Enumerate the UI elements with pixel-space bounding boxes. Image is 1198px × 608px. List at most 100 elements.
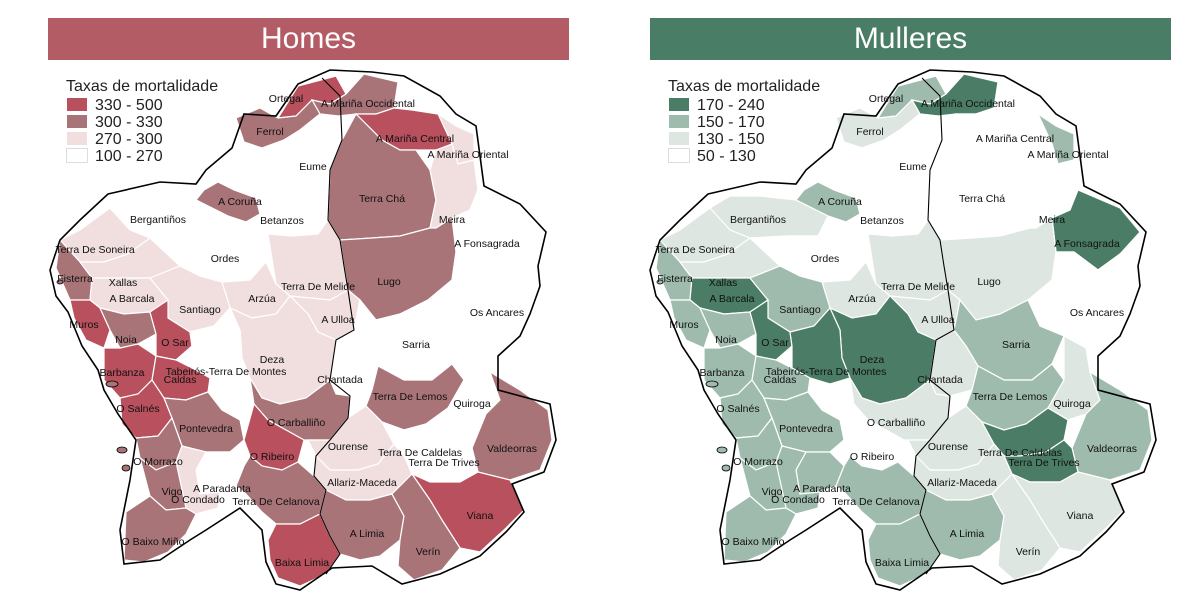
region-label: Meira xyxy=(1039,214,1065,226)
region-label: Noia xyxy=(115,334,137,346)
region-label: Terra De Celanova xyxy=(232,496,320,508)
region-label: Barbanza xyxy=(700,367,745,379)
region-label: Terra De Trives xyxy=(408,457,479,469)
region-label: Chantada xyxy=(917,374,963,386)
region-label: Terra Chá xyxy=(359,193,405,205)
panel-title: Homes xyxy=(48,18,569,60)
region-layer xyxy=(655,73,1153,587)
region-label: Ourense xyxy=(328,441,368,453)
region-label: A Barcala xyxy=(710,293,755,305)
legend-swatch xyxy=(668,114,690,129)
province-border xyxy=(313,77,355,575)
region-label: A Mariña Occidental xyxy=(321,98,415,110)
legend-title: Taxas de mortalidade xyxy=(668,78,821,95)
legend-item: 170 - 240 xyxy=(668,97,820,114)
legend-label: 300 - 330 xyxy=(95,114,163,131)
legend-label: 170 - 240 xyxy=(697,97,765,114)
island xyxy=(116,446,128,454)
legend: Taxas de mortalidade 170 - 240 150 - 170… xyxy=(668,78,820,165)
region-label: Terra De Celanova xyxy=(832,496,920,508)
island xyxy=(105,380,119,388)
region-label: Fisterra xyxy=(657,273,693,285)
region-label: Caldas xyxy=(164,374,197,386)
region-label: Os Ancares xyxy=(1070,307,1124,319)
legend-swatch xyxy=(66,114,88,129)
region-label: Ourense xyxy=(928,441,968,453)
province-border xyxy=(913,77,955,575)
region-label: Ortegal xyxy=(269,93,303,105)
region-label: A Paradanta xyxy=(193,483,251,495)
region-label: Chantada xyxy=(317,374,363,386)
region-label: Sarria xyxy=(1002,339,1030,351)
legend-swatch xyxy=(668,97,690,112)
legend-item: 300 - 330 xyxy=(66,114,218,131)
region-label: Vigo xyxy=(162,486,183,498)
region-label: O Ribeiro xyxy=(850,451,895,463)
region-label: A Mariña Occidental xyxy=(921,98,1015,110)
region-label: A Mariña Oriental xyxy=(1027,149,1108,161)
region-label: O Ribeiro xyxy=(250,451,295,463)
legend-label: 270 - 300 xyxy=(95,131,163,148)
region-o-baixo-miño xyxy=(123,495,197,563)
region-label: Allariz-Maceda xyxy=(927,477,997,489)
region-label: Arzúa xyxy=(248,293,276,305)
region-label: A Mariña Central xyxy=(376,133,454,145)
region-label: Ordes xyxy=(811,253,840,265)
galicia-outline xyxy=(649,69,1157,591)
region-o-baixo-miño xyxy=(723,495,797,563)
region-label: Pontevedra xyxy=(179,423,233,435)
region-label: Terra De Melide xyxy=(881,281,955,293)
region-label: Os Ancares xyxy=(470,307,524,319)
island xyxy=(656,279,664,285)
region-label: A Mariña Oriental xyxy=(427,149,508,161)
region-label: Valdeorras xyxy=(487,443,537,455)
legend-item: 50 - 130 xyxy=(668,148,820,165)
region-label: Tabeirós-Terra De Montes xyxy=(766,366,887,378)
region-label: Muros xyxy=(69,319,98,331)
region-noia xyxy=(698,307,757,349)
region-noia xyxy=(98,307,157,349)
region-label: Valdeorras xyxy=(1087,443,1137,455)
region-label: A Coruña xyxy=(218,196,262,208)
region-label: Santiago xyxy=(779,304,821,316)
legend-swatch xyxy=(66,97,88,112)
region-label: A Paradanta xyxy=(793,483,851,495)
legend-item: 270 - 300 xyxy=(66,131,218,148)
region-muros xyxy=(69,299,111,349)
region-label: Barbanza xyxy=(100,367,145,379)
region-label: Ferrol xyxy=(256,126,283,138)
legend-swatch xyxy=(66,131,88,146)
region-label: Fisterra xyxy=(57,273,93,285)
region-label: Terra De Lemos xyxy=(373,391,448,403)
legend-swatch xyxy=(66,148,88,163)
galicia-outline xyxy=(49,69,557,591)
region-label: Verín xyxy=(416,546,441,558)
region-layer xyxy=(55,73,553,587)
island xyxy=(56,279,64,285)
region-label: Baixa Limia xyxy=(875,557,929,569)
region-label: Muros xyxy=(669,319,698,331)
region-label: Meira xyxy=(439,214,465,226)
legend-label: 150 - 170 xyxy=(697,114,765,131)
region-label: Terra De Lemos xyxy=(973,391,1048,403)
region-label: O Salnés xyxy=(716,403,759,415)
region-label: O Sar xyxy=(161,337,189,349)
region-label: A Limia xyxy=(950,528,985,540)
region-label: A Fonsagrada xyxy=(454,238,520,250)
island xyxy=(705,380,719,388)
region-label: Pontevedra xyxy=(779,423,833,435)
region-label: Viana xyxy=(467,510,494,522)
region-label: Xallas xyxy=(709,277,738,289)
region-label: Xallas xyxy=(109,277,138,289)
region-verín xyxy=(991,473,1061,581)
region-label: Verín xyxy=(1016,546,1041,558)
region-label: Ferrol xyxy=(856,126,883,138)
legend-swatch xyxy=(668,148,690,163)
region-label: Lugo xyxy=(377,276,401,288)
region-label: Terra De Melide xyxy=(281,281,355,293)
panel-title: Mulleres xyxy=(650,18,1171,60)
